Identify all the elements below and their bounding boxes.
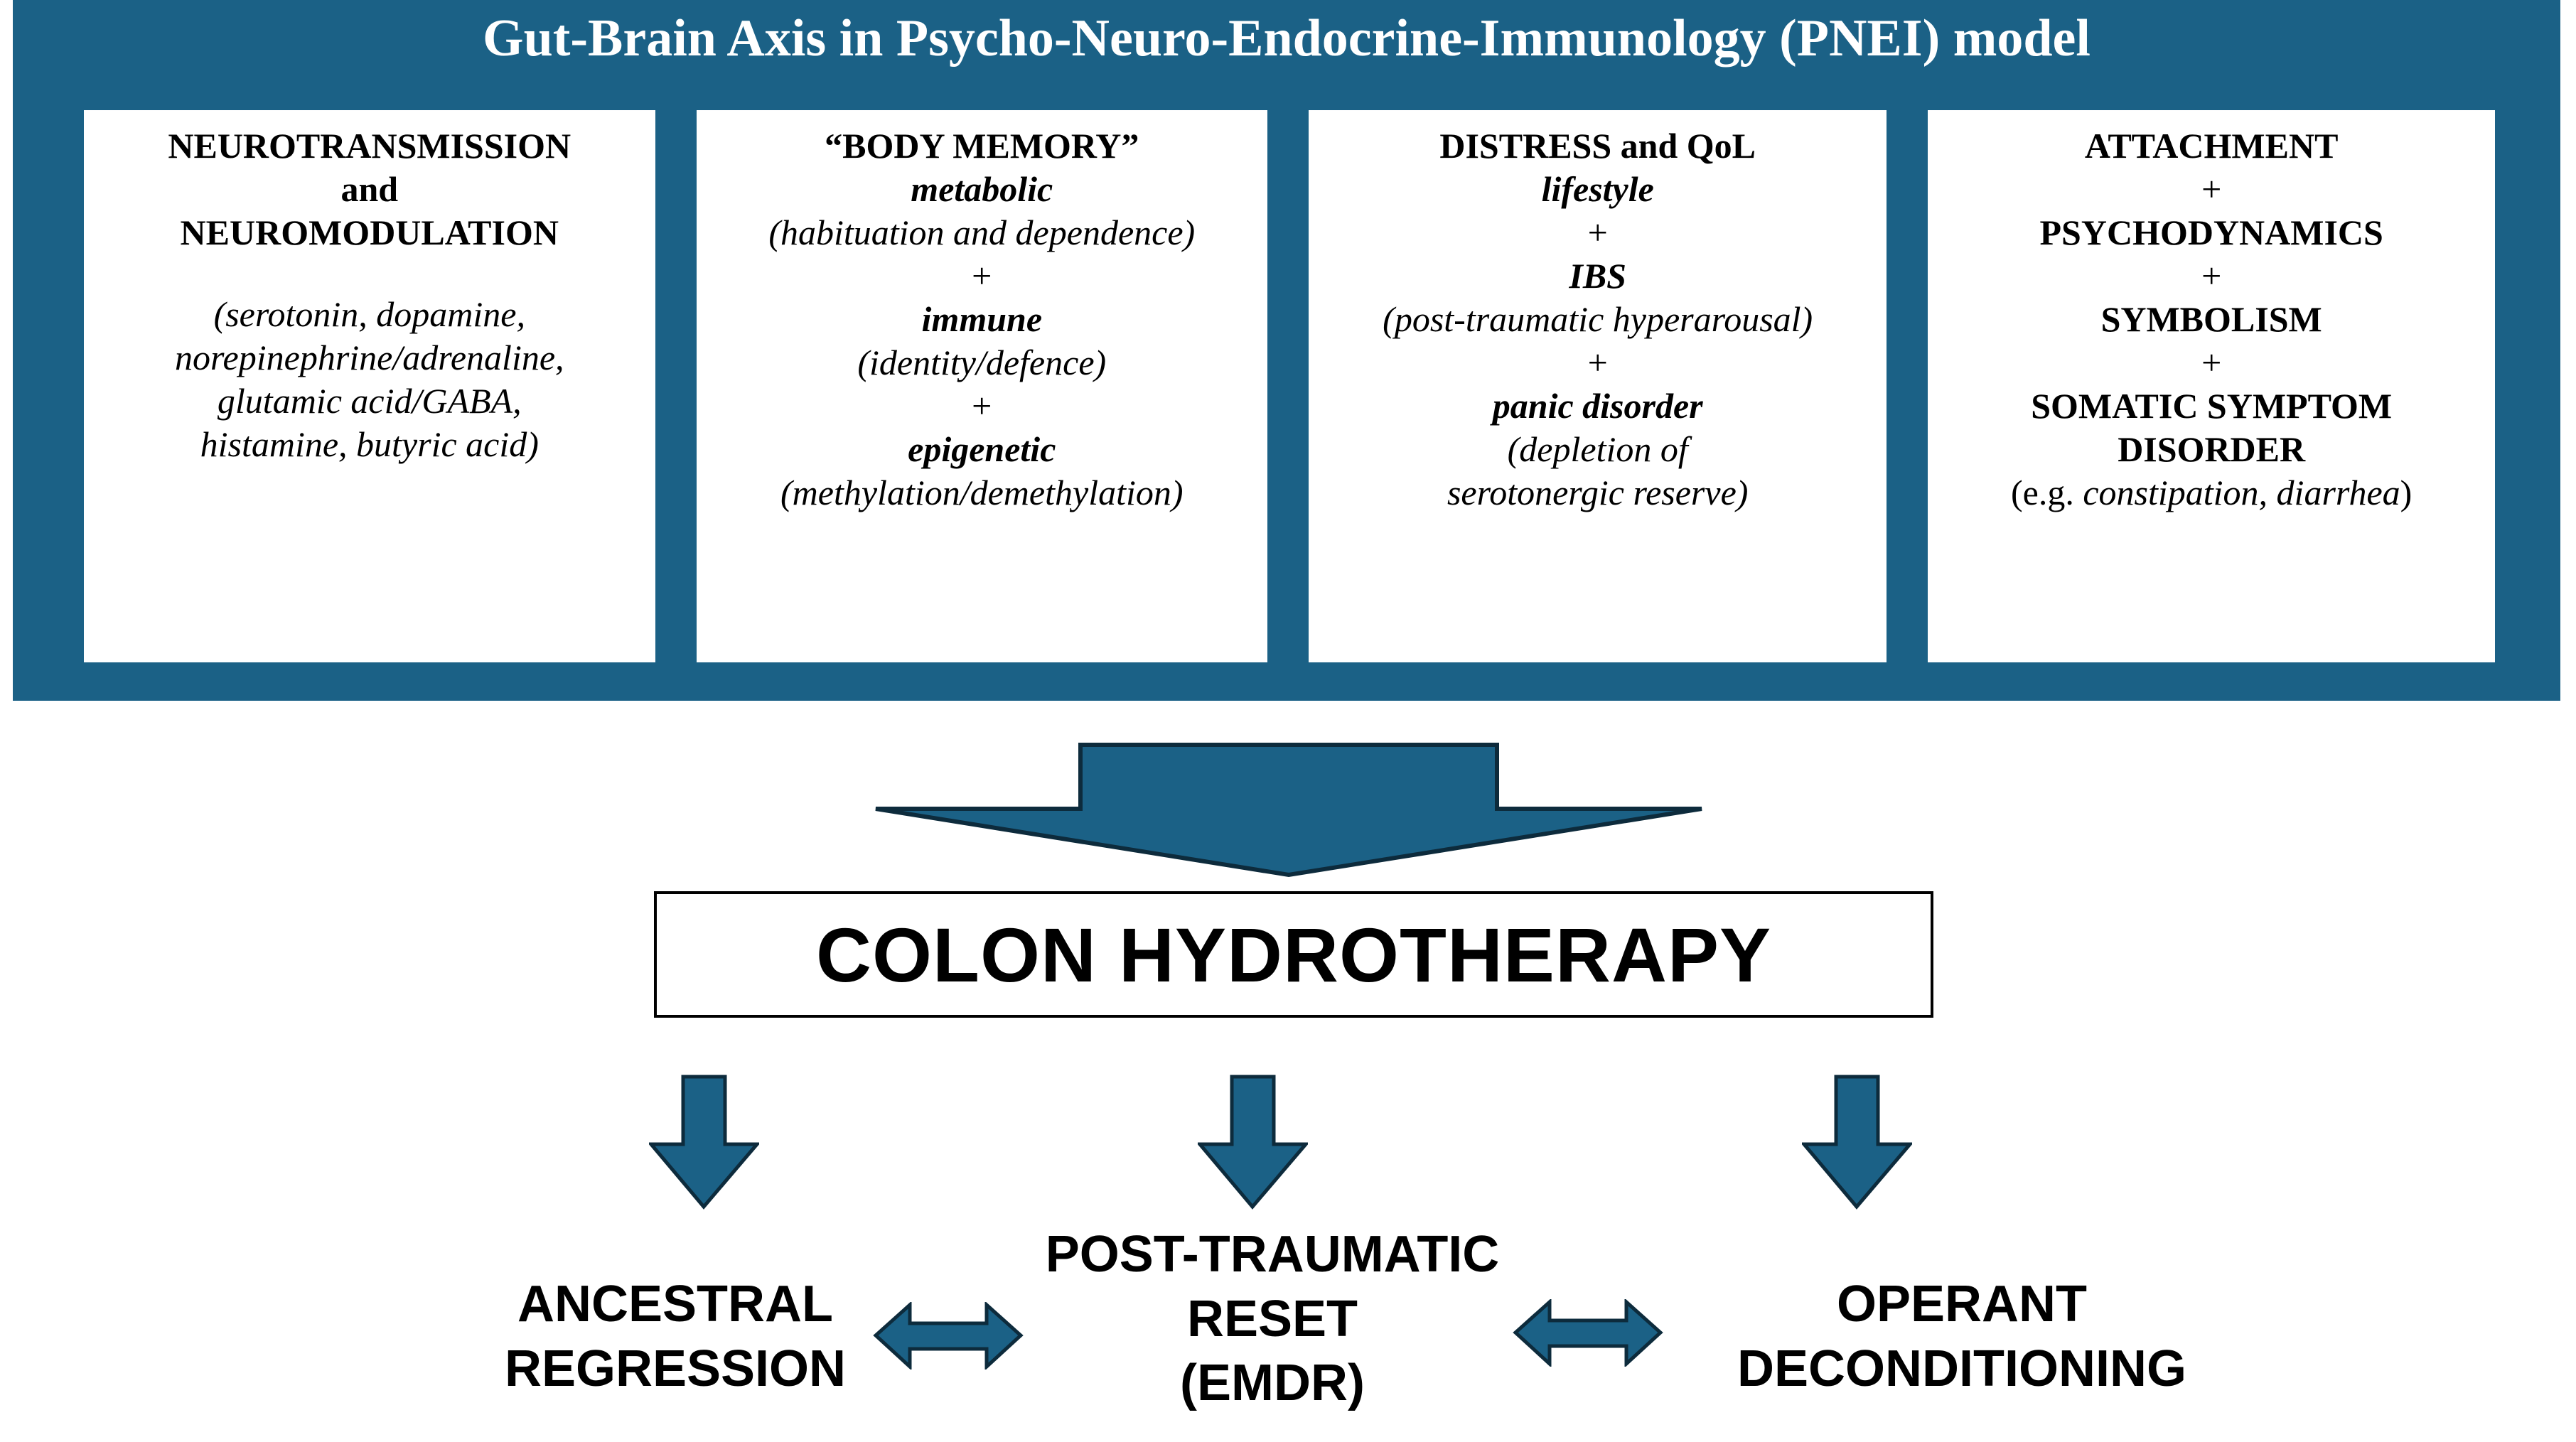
outcome-center-line1: POST-TRAUMATIC xyxy=(1045,1226,1500,1283)
card2-line3: (habituation and dependence) xyxy=(768,212,1196,252)
outcome-center-line2: RESET xyxy=(1186,1290,1358,1347)
outcome-right-line1: OPERANT xyxy=(1836,1276,2088,1333)
card2-line5: immune xyxy=(921,299,1043,339)
left-right-arrow-icon xyxy=(873,1302,1024,1370)
card1-line1: NEUROTRANSMISSION xyxy=(168,126,571,166)
left-right-arrow-icon xyxy=(1513,1299,1663,1367)
card4-line9-prefix: (e.g. xyxy=(2011,473,2083,512)
card2-line8: epigenetic xyxy=(908,429,1056,469)
card3-line7: panic disorder xyxy=(1492,386,1703,426)
card1-spacer xyxy=(94,254,645,293)
card2-line9: (methylation/demethylation) xyxy=(780,473,1184,512)
card3-plus2: + xyxy=(1587,343,1608,382)
card-attachment: ATTACHMENT + PSYCHODYNAMICS + SYMBOLISM … xyxy=(1928,110,2495,662)
card3-line8: (depletion of xyxy=(1507,429,1688,469)
pnei-panel: Gut-Brain Axis in Psycho-Neuro-Endocrine… xyxy=(13,0,2560,701)
card2-plus2: + xyxy=(972,386,992,426)
card4-line5: SYMBOLISM xyxy=(2100,299,2322,339)
down-arrow-icon xyxy=(1802,1075,1912,1210)
card4-line3: PSYCHODYNAMICS xyxy=(2039,212,2383,252)
card4-plus3: + xyxy=(2201,343,2222,382)
colon-hydrotherapy-box: COLON HYDROTHERAPY xyxy=(654,891,1933,1018)
card4-line9: (e.g. constipation, diarrhea) xyxy=(1938,471,2485,515)
colon-hydrotherapy-label: COLON HYDROTHERAPY xyxy=(815,911,1772,998)
card-body-memory: “BODY MEMORY” metabolic (habituation and… xyxy=(696,110,1268,662)
card-neurotransmission: NEUROTRANSMISSION and NEUROMODULATION (s… xyxy=(84,110,655,662)
card-distress-qol: DISTRESS and QoL lifestyle + IBS (post-t… xyxy=(1309,110,1887,662)
down-arrow-icon xyxy=(875,743,1702,878)
card3-line4: IBS xyxy=(1569,256,1626,296)
card1-line4: (serotonin, dopamine, xyxy=(213,294,525,334)
card3-line9: serotonergic reserve) xyxy=(1447,473,1749,512)
page-title: Gut-Brain Axis in Psycho-Neuro-Endocrine… xyxy=(483,9,2091,68)
outcome-ancestral-regression: ANCESTRAL REGRESSION xyxy=(455,1272,896,1401)
outcome-post-traumatic-reset: POST-TRAUMATIC RESET (EMDR) xyxy=(1024,1222,1521,1416)
card3-plus1: + xyxy=(1587,212,1608,252)
down-arrow-icon xyxy=(1198,1075,1308,1210)
outcome-center-line3: (EMDR) xyxy=(1180,1355,1365,1412)
outcome-left-line2: REGRESSION xyxy=(504,1340,847,1397)
card2-plus1: + xyxy=(972,256,992,296)
outcome-left-line1: ANCESTRAL xyxy=(517,1276,833,1333)
card4-plus2: + xyxy=(2201,256,2222,296)
card4-line8: DISORDER xyxy=(2118,429,2306,469)
outcome-right-line2: DECONDITIONING xyxy=(1737,1340,2186,1397)
card4-plus1: + xyxy=(2201,169,2222,209)
card3-line2: lifestyle xyxy=(1541,169,1654,209)
card2-line1: “BODY MEMORY” xyxy=(825,126,1139,166)
card4-line9-italic: constipation, diarrhea xyxy=(2083,473,2400,512)
down-arrow-icon xyxy=(649,1075,759,1210)
card4-line9-suffix: ) xyxy=(2400,473,2413,512)
card1-line5: norepinephrine/adrenaline, xyxy=(174,338,564,377)
card1-line3: NEUROMODULATION xyxy=(180,212,559,252)
card2-line2: metabolic xyxy=(911,169,1053,209)
outcome-operant-deconditioning: OPERANT DECONDITIONING xyxy=(1670,1272,2253,1401)
card2-line6: (identity/defence) xyxy=(857,343,1107,382)
card1-line2: and xyxy=(340,169,399,209)
card1-line7: histamine, butyric acid) xyxy=(200,424,539,464)
card3-line1: DISTRESS and QoL xyxy=(1439,126,1756,166)
card3-line5: (post-traumatic hyperarousal) xyxy=(1383,299,1813,339)
pnei-card-row: NEUROTRANSMISSION and NEUROMODULATION (s… xyxy=(84,110,2495,662)
card1-line6: glutamic acid/GABA, xyxy=(217,381,522,421)
card4-line7: SOMATIC SYMPTOM xyxy=(2031,386,2393,426)
card4-line1: ATTACHMENT xyxy=(2084,126,2339,166)
